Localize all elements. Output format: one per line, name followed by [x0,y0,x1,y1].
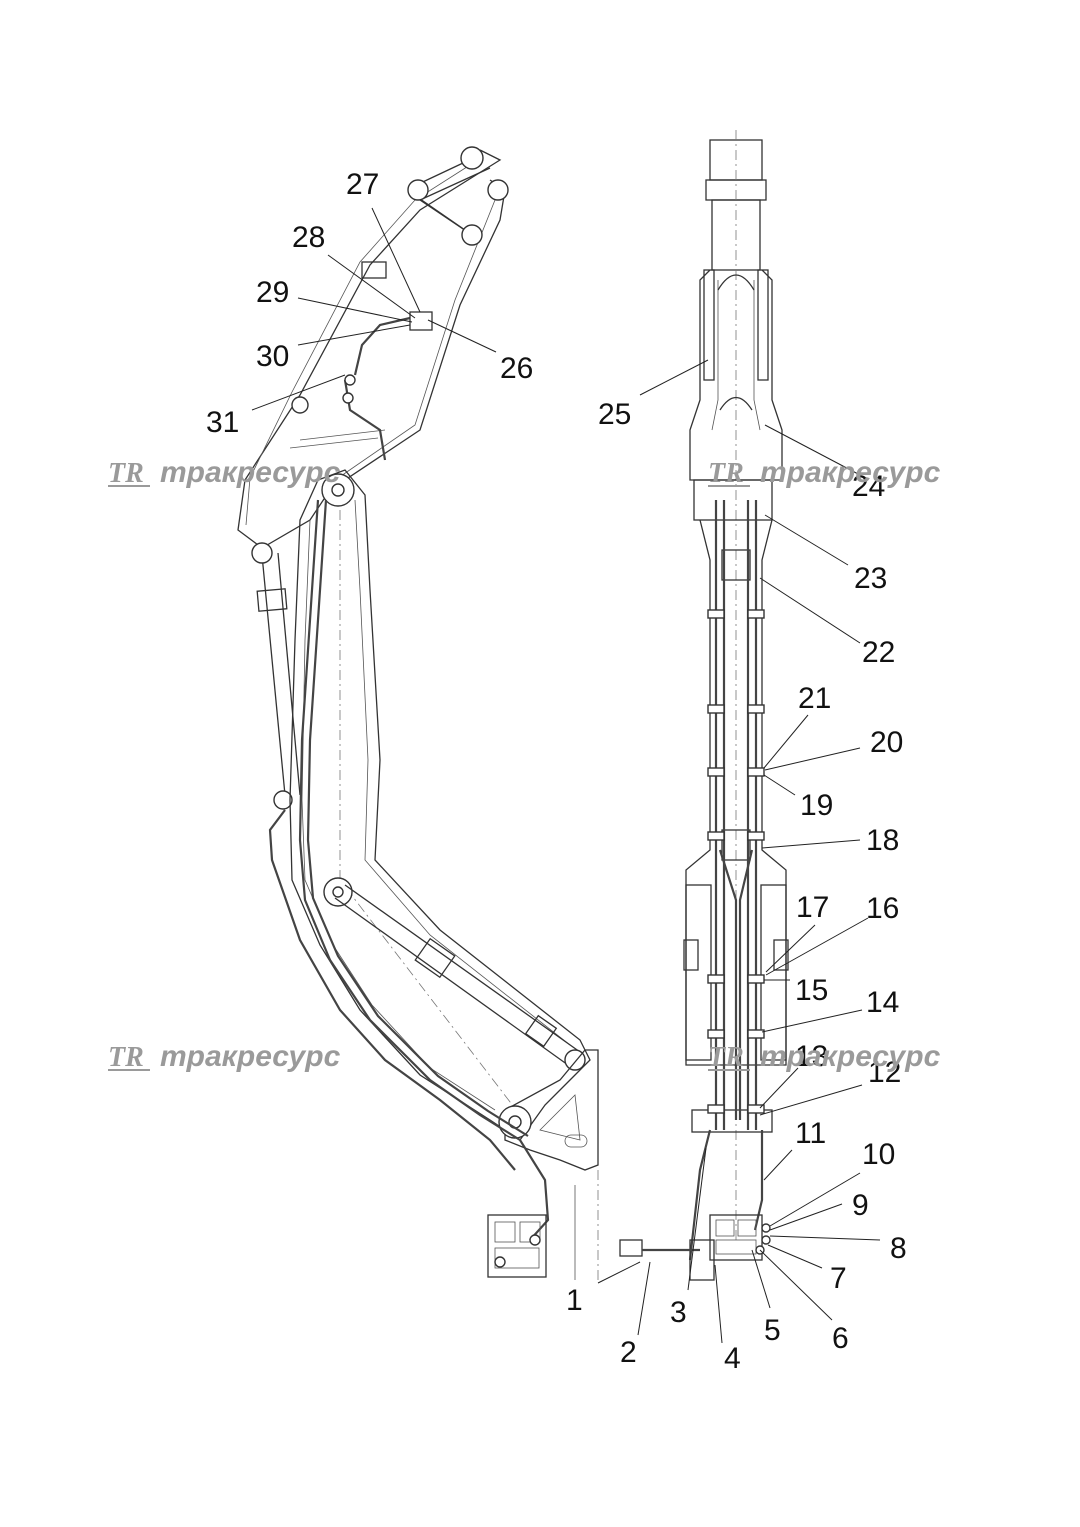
callout-25: 25 [598,398,631,431]
watermark-logo: TR [708,458,744,489]
callout-3: 3 [670,1296,687,1329]
boom-cylinder [334,884,586,1071]
callout-28: 28 [292,221,325,254]
callout-19: 19 [800,789,833,822]
boom-top-hoses [688,500,764,1261]
callout-11: 11 [795,1117,826,1150]
callout-16: 16 [866,892,899,925]
callout-10: 10 [862,1138,895,1171]
callout-7: 7 [830,1262,847,1295]
link-pin-lower [461,224,483,246]
callout-leader-lines [251,207,881,1344]
callout-31: 31 [206,406,239,439]
callout-18: 18 [866,824,899,857]
watermark-brand: тракресурс [160,456,341,489]
clamp-upper [361,261,387,279]
watermark-top-left: TR тракресурс [108,456,341,489]
callout-24: 24 [852,470,885,503]
watermark-top-right: TR тракресурс [708,456,941,489]
callout-29: 29 [256,276,289,309]
callout-13: 13 [795,1040,828,1073]
control-valve-left [487,1214,547,1278]
callout-21: 21 [798,682,831,715]
watermark-brand: тракресурс [760,1040,941,1073]
link-pin-upper [407,179,429,201]
callout-20: 20 [870,726,903,759]
watermark-brand: тракресурс [760,456,941,489]
boom-base-frame [498,1049,599,1280]
watermark-bottom-right: TR тракресурс [708,1040,941,1073]
clamp-26 [409,311,433,331]
watermark-logo: TR [108,1042,144,1073]
callout-6: 6 [832,1322,849,1355]
arm-tip-pin [460,146,484,170]
boom-side-view [237,146,599,1280]
callout-5: 5 [764,1314,781,1347]
callout-2: 2 [620,1336,637,1369]
callout-12: 12 [868,1056,901,1089]
boom-top-view [619,130,789,1281]
arm-cylinder [251,542,301,810]
callout-23: 23 [854,562,887,595]
watermark-brand: тракресурс [160,1040,341,1073]
callout-22: 22 [862,636,895,669]
callout-14: 14 [866,986,899,1019]
callout-26: 26 [500,352,533,385]
callout-1: 1 [566,1284,583,1317]
boom-hose-lines [268,316,550,1241]
top-view-clamps [707,609,765,1114]
clamp-31 [291,396,309,414]
callout-17: 17 [796,891,829,924]
arm-nose-pin [487,179,509,201]
callout-numbers: 1 2 3 4 5 6 7 8 9 10 11 12 13 14 15 16 1… [206,168,907,1375]
callout-30: 30 [256,340,289,373]
callout-8: 8 [890,1232,907,1265]
control-valve-right [619,1214,771,1281]
callout-15: 15 [795,974,828,1007]
watermark-logo: TR [708,1042,744,1073]
watermark-logo: TR [108,458,144,489]
callout-9: 9 [852,1189,869,1222]
watermark-bottom-left: TR тракресурс [108,1040,341,1073]
callout-27: 27 [346,168,379,201]
callout-4: 4 [724,1342,741,1375]
